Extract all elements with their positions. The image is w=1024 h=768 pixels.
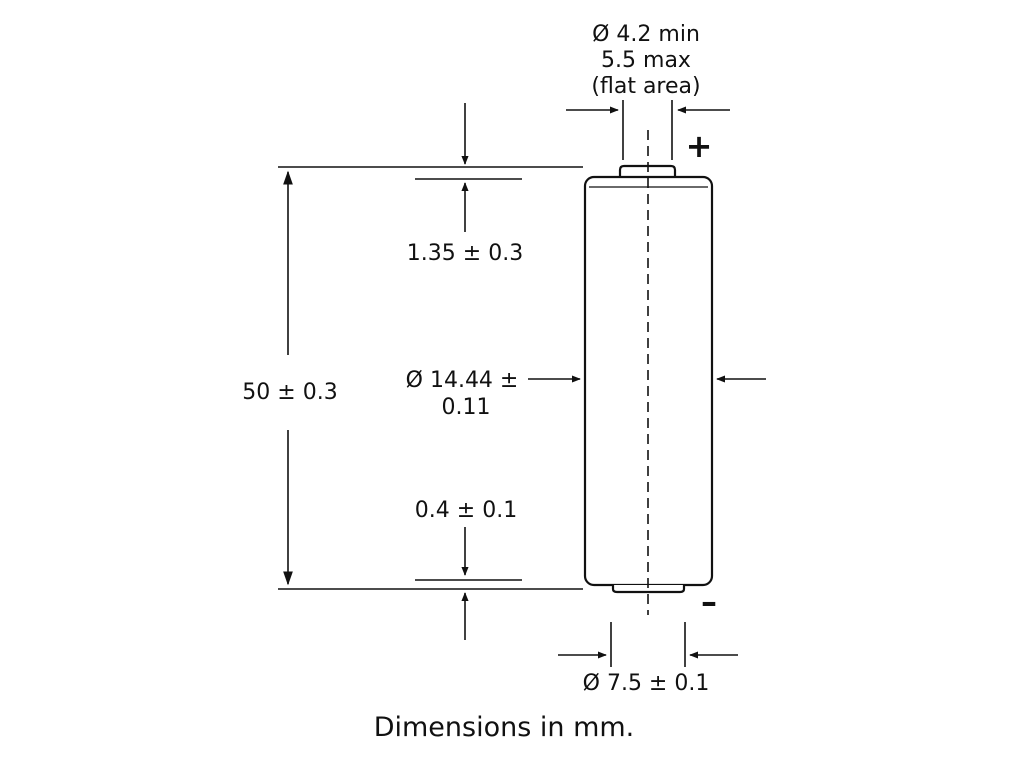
negative-sign: –: [701, 583, 717, 621]
bottom-recess-label: 0.4 ± 0.1: [415, 498, 517, 523]
cap-height-dimension: 1.35 ± 0.3: [407, 103, 523, 266]
top-terminal-label-line1: Ø 4.2 min: [592, 22, 700, 47]
battery-cell: [583, 130, 714, 615]
body-diameter-label-line1: Ø 14.44 ±: [406, 368, 519, 393]
body-diameter-dimension: Ø 14.44 ± 0.11: [406, 368, 766, 420]
length-dimension: 50 ± 0.3: [242, 170, 338, 586]
positive-sign: +: [686, 127, 713, 165]
bottom-terminal-dimension: Ø 7.5 ± 0.1: [558, 622, 738, 696]
bottom-terminal-label: Ø 7.5 ± 0.1: [583, 671, 710, 696]
cap-height-label: 1.35 ± 0.3: [407, 241, 523, 266]
top-terminal-label-line2: 5.5 max: [601, 48, 691, 73]
body-diameter-label-line2: 0.11: [442, 395, 491, 420]
caption: Dimensions in mm.: [374, 712, 635, 743]
negative-terminal: [611, 585, 686, 594]
top-terminal-dimension: Ø 4.2 min 5.5 max (flat area): [566, 22, 730, 160]
bottom-recess-dimension: 0.4 ± 0.1: [415, 498, 522, 640]
length-label: 50 ± 0.3: [242, 380, 337, 405]
top-terminal-label-line3: (flat area): [591, 74, 700, 99]
